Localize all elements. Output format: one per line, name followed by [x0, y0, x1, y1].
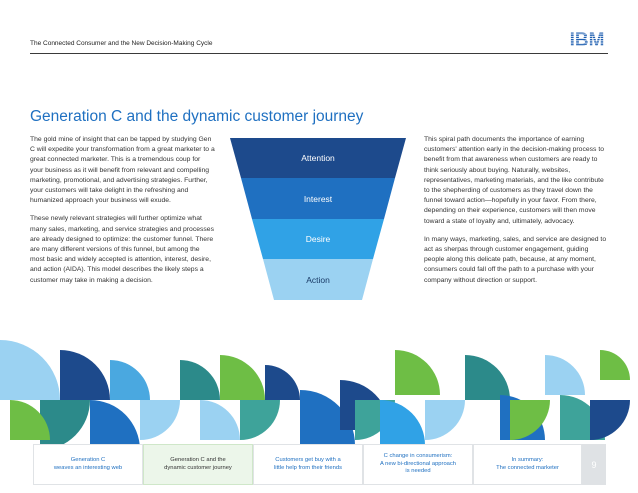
- nav-tab-line: Customers get buy with a: [275, 457, 341, 464]
- funnel-stage-desire: [252, 219, 384, 259]
- nav-tab-line: In summary:: [511, 457, 544, 464]
- left-paragraph-2: These newly relevant strategies will fur…: [30, 215, 214, 284]
- funnel-label-attention: Attention: [301, 153, 335, 163]
- aida-funnel: Attention Interest Desire Action: [230, 138, 406, 300]
- nav-tab-line: Generation C and the: [170, 457, 226, 464]
- left-column: The gold mine of insight that can be tap…: [30, 135, 215, 294]
- ibm-logo: IBM: [570, 30, 605, 48]
- funnel-stage-attention: [230, 138, 406, 178]
- right-paragraph-1: This spiral path documents the importanc…: [424, 136, 604, 225]
- header-title: The Connected Consumer and the New Decis…: [30, 40, 213, 47]
- nav-tab-line: is needed: [405, 468, 431, 475]
- header-divider: [30, 53, 608, 54]
- funnel-stage-interest: [241, 178, 395, 219]
- nav-tab-in-summary[interactable]: In summary:The connected marketer: [473, 444, 582, 485]
- funnel-stage-action: [263, 259, 373, 300]
- funnel-label-interest: Interest: [303, 194, 333, 204]
- funnel-label-action: Action: [306, 275, 330, 285]
- nav-tab-line: Generation C: [70, 457, 106, 464]
- decorative-quarter-circle-art: [0, 340, 630, 450]
- right-paragraph-2: In many ways, marketing, sales, and serv…: [424, 235, 607, 284]
- nav-tab-line: weaves an interesting web: [53, 464, 123, 471]
- nav-tab-line: dynamic customer journey: [164, 464, 232, 471]
- page-number: 9: [582, 444, 606, 485]
- left-paragraph-1: The gold mine of insight that can be tap…: [30, 136, 215, 205]
- nav-tab-c-change-in-consumerism[interactable]: C change in consumerism:A new bi-directi…: [363, 444, 473, 485]
- nav-tab-line: A new bi-directional approach: [379, 460, 457, 467]
- right-column: This spiral path documents the importanc…: [424, 135, 610, 294]
- nav-tab-line: The connected marketer: [496, 464, 559, 471]
- nav-tab-line: C change in consumerism:: [383, 453, 453, 460]
- ibm-logo-text: IBM: [570, 30, 605, 48]
- page-title: Generation C and the dynamic customer jo…: [30, 108, 364, 125]
- funnel-label-desire: Desire: [305, 234, 331, 244]
- nav-tab-line: little help from their friends: [274, 464, 342, 471]
